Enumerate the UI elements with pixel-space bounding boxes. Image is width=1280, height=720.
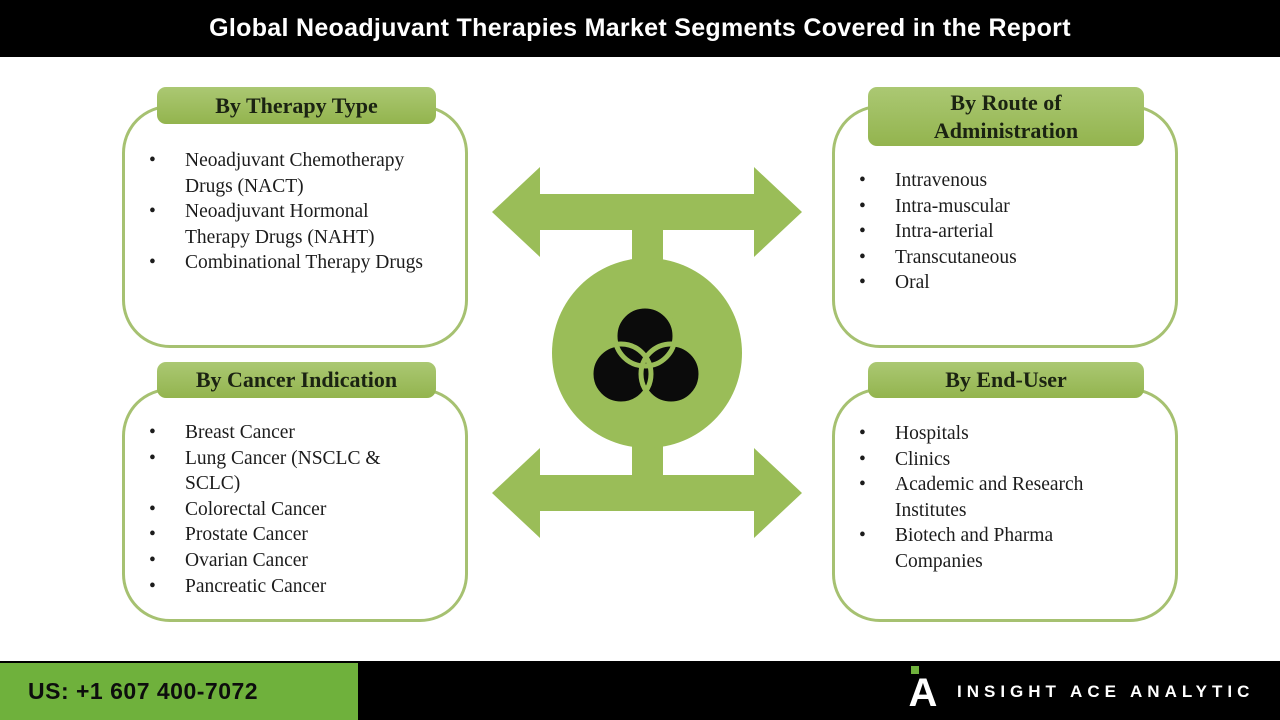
list-item: • Pancreatic Cancer	[146, 574, 446, 600]
bullet-icon: •	[859, 423, 866, 444]
list-item: • Intra-muscular	[856, 194, 1156, 220]
venn-diagram-icon	[588, 303, 704, 407]
list-item: • Neoadjuvant Chemotherapy Drugs (NACT)	[146, 148, 446, 199]
bullet-icon: •	[149, 422, 156, 443]
list-item-text: Hospitals	[895, 423, 969, 444]
page-title: Global Neoadjuvant Therapies Market Segm…	[209, 14, 1071, 42]
phone-number: US: +1 607 400-7072	[28, 678, 259, 704]
list-item: • Biotech and Pharma Companies	[856, 523, 1156, 574]
list-item: • Intra-arterial	[856, 219, 1156, 245]
bullet-icon: •	[859, 221, 866, 243]
bullet-icon: •	[859, 195, 866, 217]
brand-name: INSIGHT ACE ANALYTIC	[957, 681, 1255, 701]
list-item-text: Biotech and Pharma Companies	[895, 525, 1054, 572]
list-item: • Prostate Cancer	[146, 522, 446, 548]
list-route-of-administration: • Intravenous • Intra-muscular • Intra-arteri…	[856, 168, 1156, 296]
phone-banner: US: +1 607 400-7072	[0, 663, 358, 720]
list-item-text: Ovarian Cancer	[185, 549, 308, 571]
list-item: • Academic and Research Institutes	[856, 472, 1156, 523]
list-item-text: Oral	[895, 272, 930, 294]
panel-header-therapy-type: By Therapy Type	[157, 87, 436, 124]
list-item-text: Academic and Research Institutes	[895, 474, 1084, 521]
bullet-icon: •	[859, 272, 866, 294]
list-item-text: Intra-muscular	[895, 195, 1010, 217]
list-item: • Ovarian Cancer	[146, 548, 446, 574]
title-bar: Global Neoadjuvant Therapies Market Segm…	[0, 0, 1280, 57]
bullet-icon: •	[859, 246, 866, 268]
list-item-text: Pancreatic Cancer	[185, 575, 327, 597]
bullet-icon: •	[149, 201, 156, 223]
panel-header-cancer-indication: By Cancer Indication	[157, 362, 436, 398]
list-item-text: Breast Cancer	[185, 422, 295, 443]
list-item: • Oral	[856, 270, 1156, 296]
list-item: • Hospitals	[856, 421, 1156, 447]
list-item: • Breast Cancer	[146, 420, 446, 446]
list-therapy-type: • Neoadjuvant Chemotherapy Drugs (NACT) • N…	[146, 148, 446, 276]
panel-cancer-indication	[122, 388, 468, 622]
list-item: • Intravenous	[856, 168, 1156, 194]
list-cancer-indication: • Breast Cancer • Lung Cancer (NSCLC & SCLC…	[146, 420, 446, 599]
list-end-user: • Hospitals • Clinics • Academic and Research…	[856, 421, 1156, 575]
top-double-arrow-icon	[492, 167, 802, 257]
bullet-icon: •	[149, 524, 156, 546]
list-item-text: Intravenous	[895, 170, 988, 191]
list-item-text: Intra-arterial	[895, 221, 994, 243]
list-item-text: Lung Cancer (NSCLC & SCLC)	[185, 447, 381, 495]
bullet-icon: •	[149, 150, 156, 171]
list-item: • Lung Cancer (NSCLC & SCLC)	[146, 446, 446, 497]
insightace-logo-icon: A	[903, 664, 943, 716]
list-item-text: Transcutaneous	[895, 246, 1017, 268]
list-item: • Clinics	[856, 447, 1156, 473]
bullet-icon: •	[149, 498, 156, 520]
bullet-icon: •	[149, 252, 156, 274]
list-item: • Neoadjuvant Hormonal Therapy Drugs (NAH…	[146, 199, 446, 250]
panel-header-route-of-administration: By Route of Administration	[868, 87, 1144, 146]
panel-end-user	[832, 388, 1178, 622]
panel-header-end-user: By End-User	[868, 362, 1144, 398]
logo-letter: A	[908, 671, 938, 715]
list-item-text: Colorectal Cancer	[185, 498, 327, 520]
list-item: • Colorectal Cancer	[146, 497, 446, 523]
bottom-double-arrow-icon	[492, 448, 802, 538]
list-item: • Combinational Therapy Drugs	[146, 250, 446, 276]
logo-dot-icon	[911, 666, 919, 674]
bullet-icon: •	[859, 474, 866, 496]
list-item-text: Prostate Cancer	[185, 524, 308, 546]
bullet-icon: •	[859, 525, 866, 547]
list-item-text: Combinational Therapy Drugs	[185, 252, 423, 274]
list-item-text: Neoadjuvant Chemotherapy Drugs (NACT)	[185, 150, 405, 197]
bullet-icon: •	[149, 447, 156, 469]
list-item-text: Clinics	[895, 448, 951, 470]
list-item-text: Neoadjuvant Hormonal Therapy Drugs (NAHT…	[185, 201, 375, 248]
bullet-icon: •	[859, 170, 866, 191]
bullet-icon: •	[859, 448, 866, 470]
bullet-icon: •	[149, 549, 156, 571]
center-graphic	[492, 167, 802, 538]
list-item: • Transcutaneous	[856, 245, 1156, 271]
bullet-icon: •	[149, 575, 156, 597]
